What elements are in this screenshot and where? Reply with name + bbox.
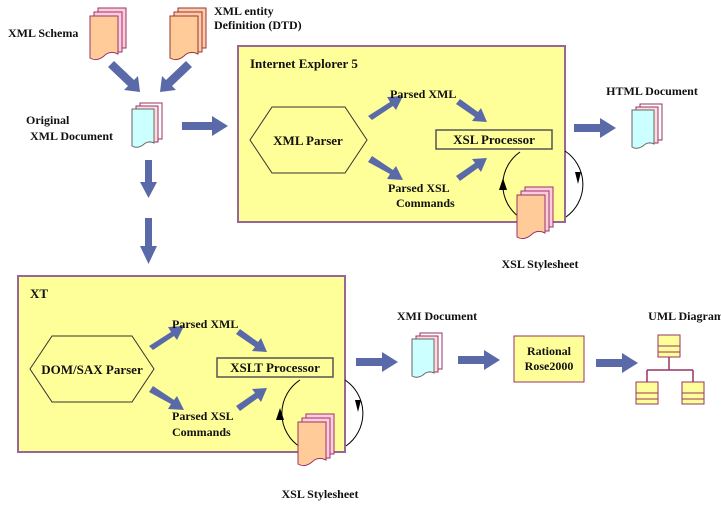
xt-xslt-processor-box bbox=[216, 357, 334, 378]
xml-schema-label: XML Schema bbox=[8, 26, 78, 40]
xt-xslt-processor-label: XSLT Processor bbox=[230, 360, 320, 375]
html-doc-icon bbox=[631, 103, 663, 149]
arrow-schema-to-original bbox=[108, 61, 140, 92]
xt-arrow-parsed-xml-to-processor bbox=[236, 329, 267, 352]
xt-arrow-parser-to-parsed-xml bbox=[149, 326, 184, 350]
xmi-document-label: XMI Document bbox=[397, 309, 477, 323]
ie-xml-parser-label: XML Parser bbox=[273, 133, 343, 148]
ie-title: Internet Explorer 5 bbox=[250, 56, 358, 71]
ie-parsed-xml-label: Parsed XML bbox=[390, 87, 456, 101]
arrow-original-down-2 bbox=[140, 218, 157, 264]
rational-rose-line2: Rose2000 bbox=[525, 359, 574, 373]
ie-xsl-processor-box bbox=[435, 129, 553, 150]
dtd-label-line1: XML entity bbox=[214, 4, 274, 18]
arrow-original-to-ie bbox=[182, 116, 228, 136]
arrow-xt-to-xmi bbox=[356, 352, 398, 372]
ie-loop-arc-right bbox=[564, 150, 584, 218]
xt-xsl-stylesheet-doc-icon bbox=[297, 413, 335, 467]
ie-loop-arrowhead-left bbox=[499, 178, 507, 190]
xt-parsed-xsl-line2: Commands bbox=[172, 425, 231, 439]
uml-class-diagram-icon bbox=[635, 334, 705, 405]
uml-diagram-label: UML Diagram bbox=[648, 309, 721, 323]
arrow-xmi-to-rose bbox=[458, 350, 500, 370]
xml-schema-doc-icon bbox=[89, 7, 127, 61]
arrow-original-down-1 bbox=[140, 160, 157, 198]
xt-title: XT bbox=[30, 286, 48, 301]
dtd-doc-icon bbox=[169, 7, 207, 61]
xt-arrow-parsed-xsl-to-processor bbox=[236, 388, 267, 411]
xt-dom-sax-parser-hexagon bbox=[29, 335, 155, 403]
dtd-label-line2: Definition (DTD) bbox=[214, 18, 302, 32]
xt-dom-sax-parser-label: DOM/SAX Parser bbox=[41, 362, 143, 377]
xt-loop-arrowhead-right bbox=[355, 400, 361, 412]
ie-arrow-parsed-xml-to-processor bbox=[456, 99, 487, 122]
original-label-line1: Original bbox=[26, 113, 70, 127]
xt-arrow-parser-to-parsed-xsl bbox=[149, 386, 184, 410]
ie-arrow-parser-to-parsed-xsl bbox=[368, 156, 403, 180]
ie-arrow-parser-to-parsed-xml bbox=[368, 96, 403, 120]
html-document-label: HTML Document bbox=[606, 84, 698, 98]
ie-xsl-stylesheet-doc-icon bbox=[516, 186, 554, 240]
ie-parsed-xsl-line2: Commands bbox=[396, 196, 455, 210]
ie-xsl-stylesheet-label: XSL Stylesheet bbox=[501, 257, 578, 271]
rational-rose-box bbox=[513, 335, 585, 383]
xt-xsl-stylesheet-label: XSL Stylesheet bbox=[281, 487, 358, 501]
rational-rose-line1: Rational bbox=[527, 344, 572, 358]
xt-loop-arc-right bbox=[344, 379, 364, 447]
arrow-dtd-to-original bbox=[160, 61, 192, 92]
original-xml-doc-icon bbox=[131, 102, 163, 148]
ie-arrow-parsed-xsl-to-processor bbox=[456, 158, 487, 181]
xt-parsed-xml-label: Parsed XML bbox=[172, 317, 238, 331]
xt-parsed-xsl-line1: Parsed XSL bbox=[172, 409, 234, 423]
ie-xsl-processor-label: XSL Processor bbox=[453, 132, 535, 147]
arrow-rose-to-uml bbox=[596, 353, 638, 373]
original-label-line2: XML Document bbox=[30, 129, 113, 143]
xt-loop-arc-left bbox=[281, 379, 301, 448]
arrow-ie-to-html bbox=[574, 118, 616, 138]
xmi-doc-icon bbox=[411, 332, 443, 378]
ie-parsed-xsl-line1: Parsed XSL bbox=[388, 181, 450, 195]
ie-loop-arrowhead-right bbox=[575, 172, 581, 184]
ie-xml-parser-hexagon bbox=[249, 106, 368, 174]
xt-loop-arrowhead-left bbox=[276, 408, 284, 420]
